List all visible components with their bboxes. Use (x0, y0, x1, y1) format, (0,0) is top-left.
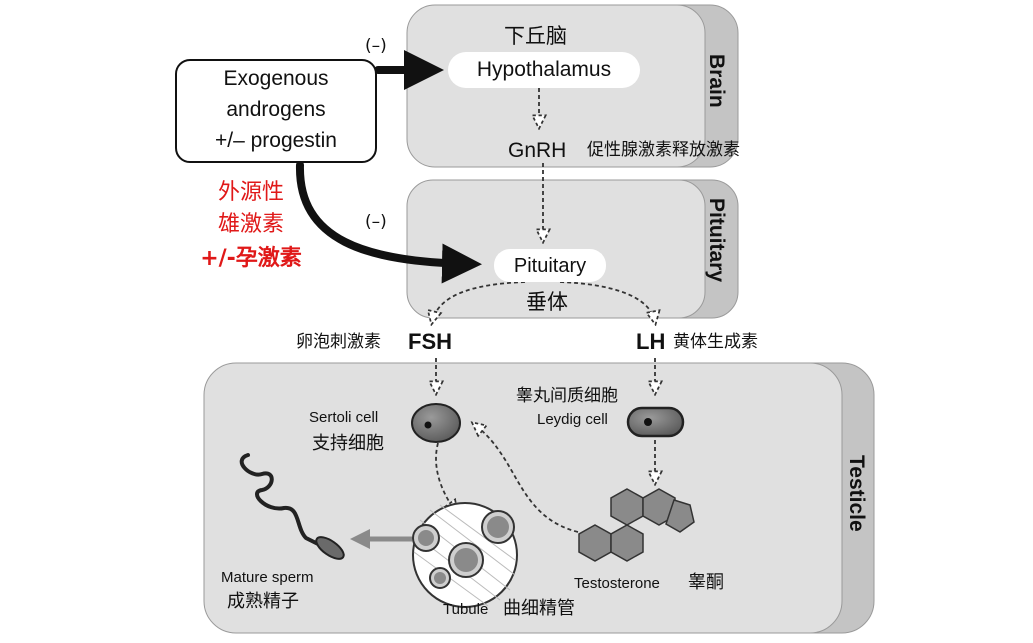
brain-tab-label: Brain (705, 54, 728, 108)
testosterone-zh-label: 睾酮 (688, 572, 724, 593)
tubule-shape (412, 502, 518, 608)
exogenous-line-3: +/– progestin (214, 129, 337, 152)
lh-label: LH (636, 329, 666, 354)
testosterone-to-sertoli-arrow (474, 424, 579, 533)
fsh-label: FSH (408, 329, 452, 354)
exogenous-zh-line-2: 雄激素 (217, 212, 284, 237)
fsh-zh-label: 卵泡刺激素 (296, 332, 381, 352)
gnrh-label: GnRH (508, 139, 567, 162)
inhibit-label-hypothalamus: (–) (365, 36, 387, 56)
hormone-flow-arrows (432, 88, 655, 533)
hypothalamus-pill (448, 52, 640, 88)
sertoli-label: Sertoli cell (309, 409, 379, 426)
mature-sperm-zh-label: 成熟精子 (227, 591, 299, 612)
testosterone-molecule (578, 488, 695, 562)
testicle-panel (203, 362, 875, 634)
exogenous-zh-line-1: 外源性 (217, 180, 284, 205)
testicle-tab-label: Testicle (845, 455, 868, 532)
leydig-label: Leydig cell (537, 411, 608, 428)
sertoli-zh-label: 支持细胞 (312, 433, 384, 454)
leydig-zh-label: 睾丸间质细胞 (516, 386, 618, 406)
pituitary-pill (494, 249, 606, 282)
inhibit-label-pituitary: (–) (365, 212, 387, 232)
tubule-label: Tubule (443, 601, 489, 618)
pituitary-tab-label: Pituitary (705, 198, 728, 282)
hypothalamus-zh-label: 下丘脑 (504, 24, 567, 48)
exogenous-line-2: androgens (226, 98, 326, 121)
exogenous-box (175, 59, 377, 163)
exogenous-line-1: Exogenous (223, 67, 329, 90)
lh-zh-label: 黄体生成素 (673, 332, 758, 352)
inhibit-pituitary-arrow (295, 161, 482, 284)
pituitary-zh-label: 垂体 (526, 290, 568, 314)
pituitary-label: Pituitary (513, 255, 587, 277)
gnrh-zh-label: 促性腺激素释放激素 (587, 140, 740, 160)
tubule-zh-label: 曲细精管 (503, 598, 575, 619)
sertoli-cell-shape (411, 403, 461, 443)
mature-sperm-label: Mature sperm (221, 569, 314, 586)
mature-sperm-shape (239, 453, 345, 560)
inhibition-arrows (295, 50, 482, 284)
leydig-cell-shape (626, 406, 685, 438)
pituitary-to-fsh-arrow (432, 281, 526, 322)
testosterone-label: Testosterone (574, 575, 660, 592)
hypothalamus-label: Hypothalamus (476, 58, 612, 81)
pituitary-to-lh-arrow (559, 281, 655, 322)
exogenous-zh-line-3: +/-孕激素 (200, 246, 302, 271)
